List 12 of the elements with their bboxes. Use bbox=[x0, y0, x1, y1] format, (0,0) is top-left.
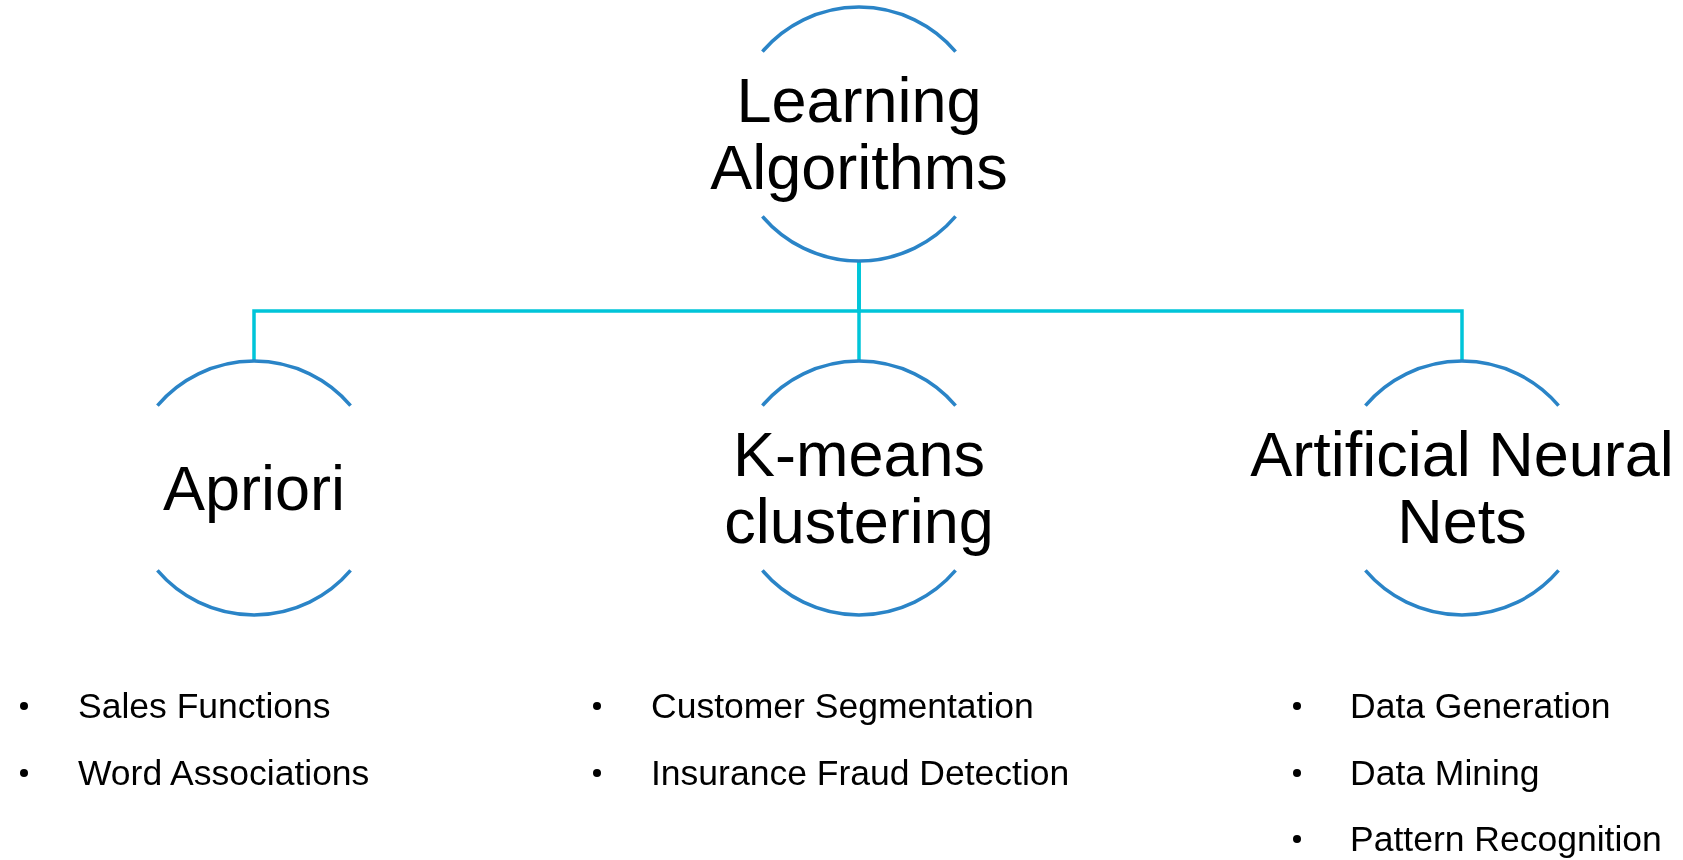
node-label: Learning Algorithms bbox=[709, 67, 1009, 201]
bullet-text: Insurance Fraud Detection bbox=[651, 753, 1070, 793]
bullet-text: Data Generation bbox=[1350, 686, 1611, 726]
node-label: Artificial Neural Nets bbox=[1249, 421, 1675, 555]
connector-line bbox=[857, 261, 1464, 361]
bullet-text: Word Associations bbox=[78, 753, 370, 793]
bullet-text: Sales Functions bbox=[78, 686, 331, 726]
bullet-text: Pattern Recognition bbox=[1350, 819, 1662, 859]
bullet-text: Data Mining bbox=[1350, 753, 1540, 793]
node-label: Apriori bbox=[161, 454, 347, 522]
node-label: K-means clustering bbox=[723, 421, 995, 555]
bullet-text: Customer Segmentation bbox=[651, 686, 1034, 726]
